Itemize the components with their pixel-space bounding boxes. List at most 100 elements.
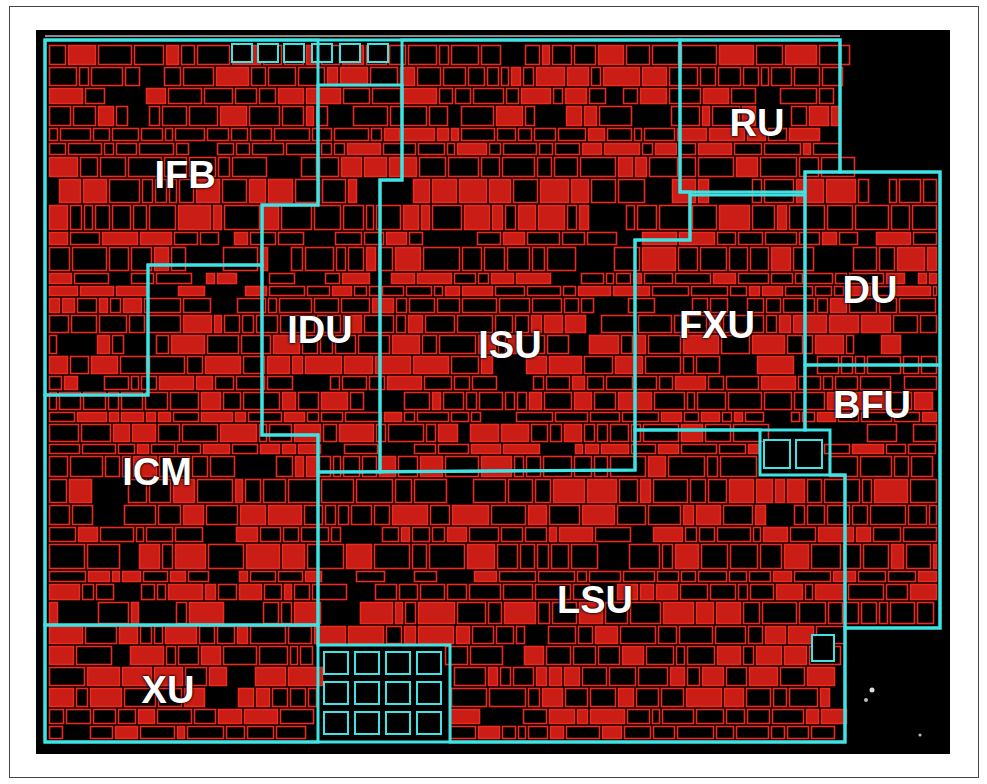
circuit-cell [371,68,398,86]
circuit-cell [591,413,620,422]
circuit-cell [790,129,820,141]
circuit-cell [895,457,909,477]
circuit-cell [628,710,650,724]
circuit-cell [660,206,690,230]
circuit-cell [88,545,120,569]
circuit-cell [734,425,769,442]
circuit-cell [490,689,526,707]
circuit-cell [100,316,127,333]
circuit-cell [619,158,633,177]
circuit-cell [766,627,786,644]
circuit-cell [915,393,933,410]
circuit-cell [50,710,64,724]
macro-block [258,44,278,62]
circuit-cell [410,299,435,313]
circuit-cell [592,68,601,86]
circuit-cell [218,274,237,284]
circuit-cell [50,528,76,542]
circuit-cell [900,299,936,313]
circuit-cell [524,710,547,724]
circuit-cell [599,647,620,665]
circuit-cell [619,180,645,203]
circuit-cell [654,528,683,542]
circuit-cell [206,585,216,600]
circuit-cell [224,647,257,665]
circuit-cell [270,274,295,284]
circuit-cell [50,248,70,271]
circuit-cell [780,316,791,333]
circuit-cell [343,377,367,390]
circuit-cell [299,393,319,410]
circuit-cell [611,457,646,477]
circuit-cell [503,158,535,177]
circuit-cell [517,413,553,422]
circuit-cell [474,89,504,104]
circuit-cell [159,425,180,442]
circuit-cell [785,647,807,665]
circuit-cell [472,445,501,454]
circuit-cell [621,627,656,644]
circuit-cell [550,506,580,525]
circuit-cell [772,68,792,86]
circuit-cell [500,299,530,313]
circuit-cell [302,528,329,542]
circuit-cell [550,710,575,724]
circuit-cell [456,89,471,104]
circuit-cell [646,357,681,374]
circuit-cell [588,377,604,390]
circuit-cell [81,158,98,177]
circuit-cell [251,572,276,582]
circuit-cell [846,603,859,624]
circuit-cell [111,299,121,313]
circuit-cell [275,129,310,141]
circuit-cell [723,413,732,422]
circuit-cell [911,585,937,600]
circuit-cell [331,377,340,390]
circuit-cell [179,206,211,230]
circuit-cell [50,572,86,582]
circuit-cell [497,627,514,644]
circuit-cell [208,129,229,141]
macro-block [324,652,348,674]
circuit-cell [306,248,334,271]
circuit-cell [575,393,592,410]
circuit-cell [451,727,476,739]
region-outline [805,172,940,365]
circuit-cell [774,572,792,582]
circuit-cell [396,480,412,503]
circuit-cell [543,689,563,707]
circuit-cell [448,528,467,542]
circuit-cell [825,445,850,454]
circuit-cell [389,425,424,442]
circuit-cell [914,425,937,442]
circuit-cell [184,316,212,333]
circuit-cell [166,627,197,644]
circuit-cell [143,180,153,203]
circuit-cell [449,158,479,177]
circuit-cell [446,287,460,296]
circuit-cell [50,357,68,374]
circuit-cell [819,528,854,542]
circuit-cell [247,545,280,569]
circuit-cell [72,316,97,333]
circuit-cell [547,647,571,665]
circuit-cell [653,710,660,724]
circuit-cell [808,506,825,525]
circuit-cell [261,445,280,454]
circuit-cell [590,572,621,582]
circuit-cell [506,206,516,230]
circuit-cell [308,545,344,569]
circuit-cell [140,545,160,569]
circuit-cell [285,585,292,600]
circuit-cell [588,480,617,503]
circuit-cell [440,89,453,104]
circuit-cell [50,506,70,525]
circuit-cell [625,727,651,739]
unit-label: XU [142,671,195,709]
circuit-cell [662,413,682,422]
circuit-cell [430,107,448,126]
circuit-cell [150,357,185,374]
circuit-cell [658,572,679,582]
circuit-cell [208,336,239,354]
circuit-cell [649,506,681,525]
